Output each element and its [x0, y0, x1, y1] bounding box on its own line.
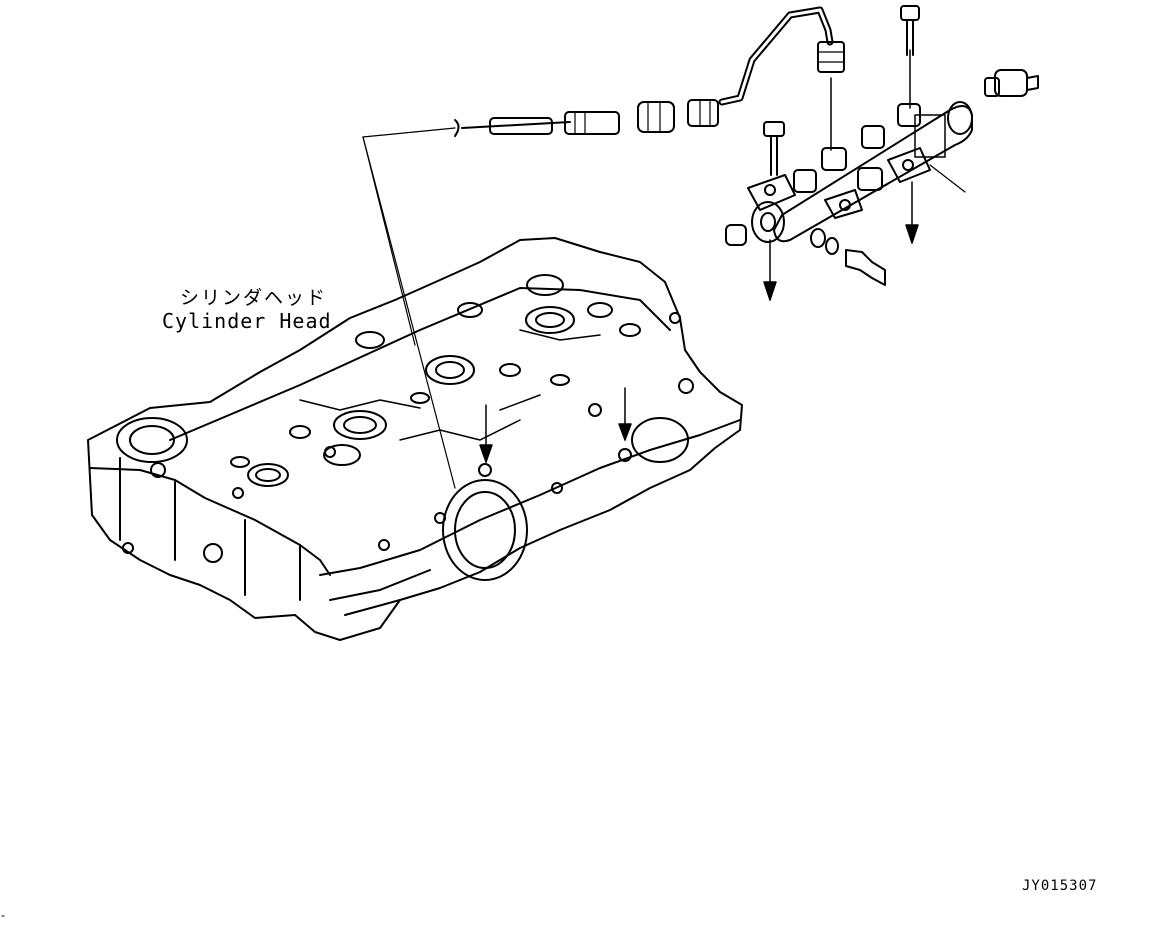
rail-end-cap: [948, 102, 972, 134]
edge-bolt-holes: [233, 313, 693, 550]
injector-body: [490, 118, 552, 134]
pressure-sensor: [985, 70, 1038, 96]
cylinder-head-end-ribs: [120, 458, 300, 600]
injector-parts: [455, 102, 674, 136]
leader-injector-top: [363, 128, 455, 137]
pressure-limiter-parts: [726, 202, 885, 285]
side-port: [204, 544, 222, 562]
leader-rail-label: [930, 165, 965, 192]
o-ring-2: [826, 238, 838, 254]
rail-bracket-hole-1: [765, 185, 775, 195]
injector-cap: [455, 120, 459, 136]
rear-boss: [632, 418, 688, 462]
arrow-head-4: [906, 225, 918, 243]
front-boss-inner: [130, 426, 174, 454]
assembly-arrows: [480, 50, 918, 462]
leader-lines: [363, 128, 965, 488]
front-bolt-hole: [151, 463, 165, 477]
arrow-head-3: [764, 282, 776, 300]
valve-port-row: [231, 275, 640, 486]
common-rail: [748, 6, 972, 241]
cylinder-head-lower-edge: [320, 420, 740, 575]
cylinder-head-deck: [170, 288, 670, 440]
rail-bracket-hole-3: [840, 200, 850, 210]
part-label-japanese: シリンダヘッド: [180, 287, 328, 309]
arrow-head-1: [480, 445, 492, 462]
rail-bracket-hole-2: [903, 160, 913, 170]
pressure-limiter-valve: [846, 250, 885, 285]
pipe-union-nut-top: [818, 42, 844, 72]
rail-mount-bracket-mid: [825, 190, 862, 218]
injector-stem: [462, 122, 570, 128]
pipe-union-nut-left: [688, 100, 718, 126]
rail-mount-bracket-left: [748, 175, 795, 210]
cylinder-head-outline: [88, 238, 742, 640]
rail-mount-bolts: [764, 6, 919, 175]
thermostat-bore-inner: [455, 492, 515, 568]
front-boss-outer: [117, 418, 187, 462]
injection-pipe: [688, 10, 844, 126]
rail-mount-bracket-right: [888, 148, 930, 182]
rail-label-plate: [915, 115, 945, 157]
injector-nut: [638, 102, 674, 132]
leader-to-port-2: [363, 137, 455, 488]
rail-tube: [774, 106, 972, 241]
internal-detail-lines: [300, 330, 600, 440]
injection-pipe-tube: [722, 10, 830, 102]
rail-plug: [726, 225, 746, 245]
rail-plug-washer: [752, 202, 784, 242]
cylinder-head-side-edge: [90, 468, 330, 575]
part-label-english: Cylinder Head: [162, 309, 332, 333]
thermostat-bore-outer: [443, 480, 527, 580]
injector-nozzle-holder: [565, 112, 619, 134]
o-ring-1: [811, 229, 825, 247]
rail-outlet-fittings: [794, 104, 920, 192]
cylinder-head-bottom-ribs: [330, 570, 430, 615]
drawing-code: JY015307: [1022, 878, 1098, 894]
side-bolt-hole-1: [123, 543, 133, 553]
arrow-head-2: [619, 424, 631, 440]
cylinder-head: [88, 238, 742, 640]
